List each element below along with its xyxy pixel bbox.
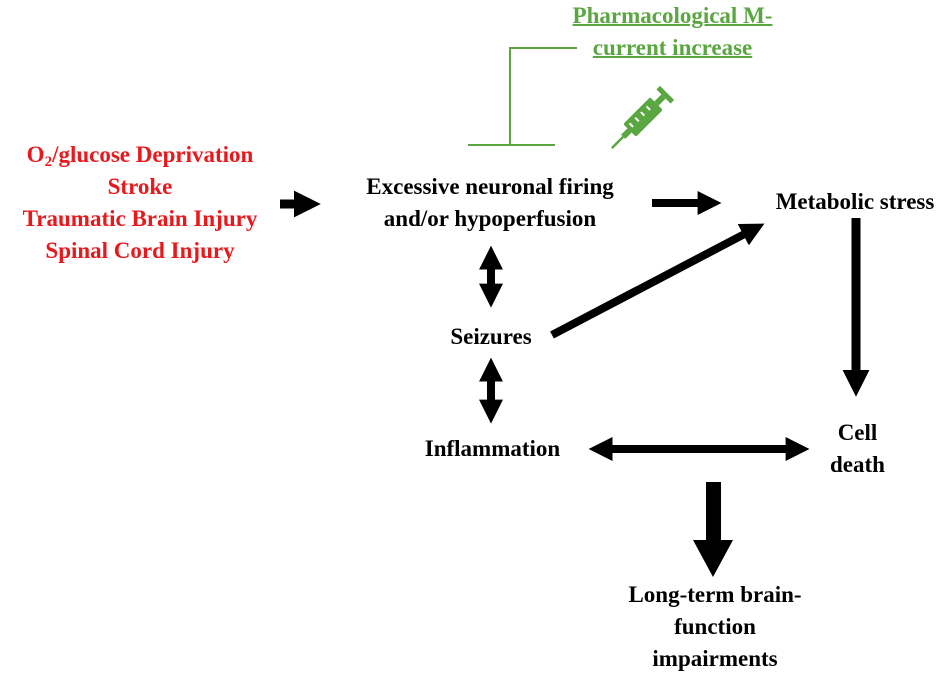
- node-long-term-impairments: Long-term brain- function impairments: [628, 582, 802, 671]
- causes-list: O2/glucose Deprivation Stroke Traumatic …: [0, 139, 280, 267]
- arrow-seizures-to-metabolic: [550, 223, 765, 339]
- intervention-label: Pharmacological M- current increase: [572, 3, 773, 60]
- cause-spinal-cord-injury: Spinal Cord Injury: [45, 238, 235, 263]
- arrow-to-longterm: [693, 482, 733, 577]
- inhibition-bar: [468, 47, 577, 146]
- node-excessive-firing: Excessive neuronal firing and/or hypoper…: [366, 174, 614, 231]
- node-cell-death: Cell death: [830, 420, 885, 477]
- syringe-icon: [611, 85, 675, 149]
- cause-traumatic-brain-injury: Traumatic Brain Injury: [22, 206, 258, 231]
- node-inflammation: Inflammation: [424, 436, 561, 461]
- node-seizures: Seizures: [450, 324, 532, 349]
- cause-o2-glucose-deprivation: O2/glucose Deprivation: [26, 142, 254, 170]
- node-metabolic-stress: Metabolic stress: [775, 189, 935, 214]
- cause-stroke: Stroke: [107, 174, 173, 199]
